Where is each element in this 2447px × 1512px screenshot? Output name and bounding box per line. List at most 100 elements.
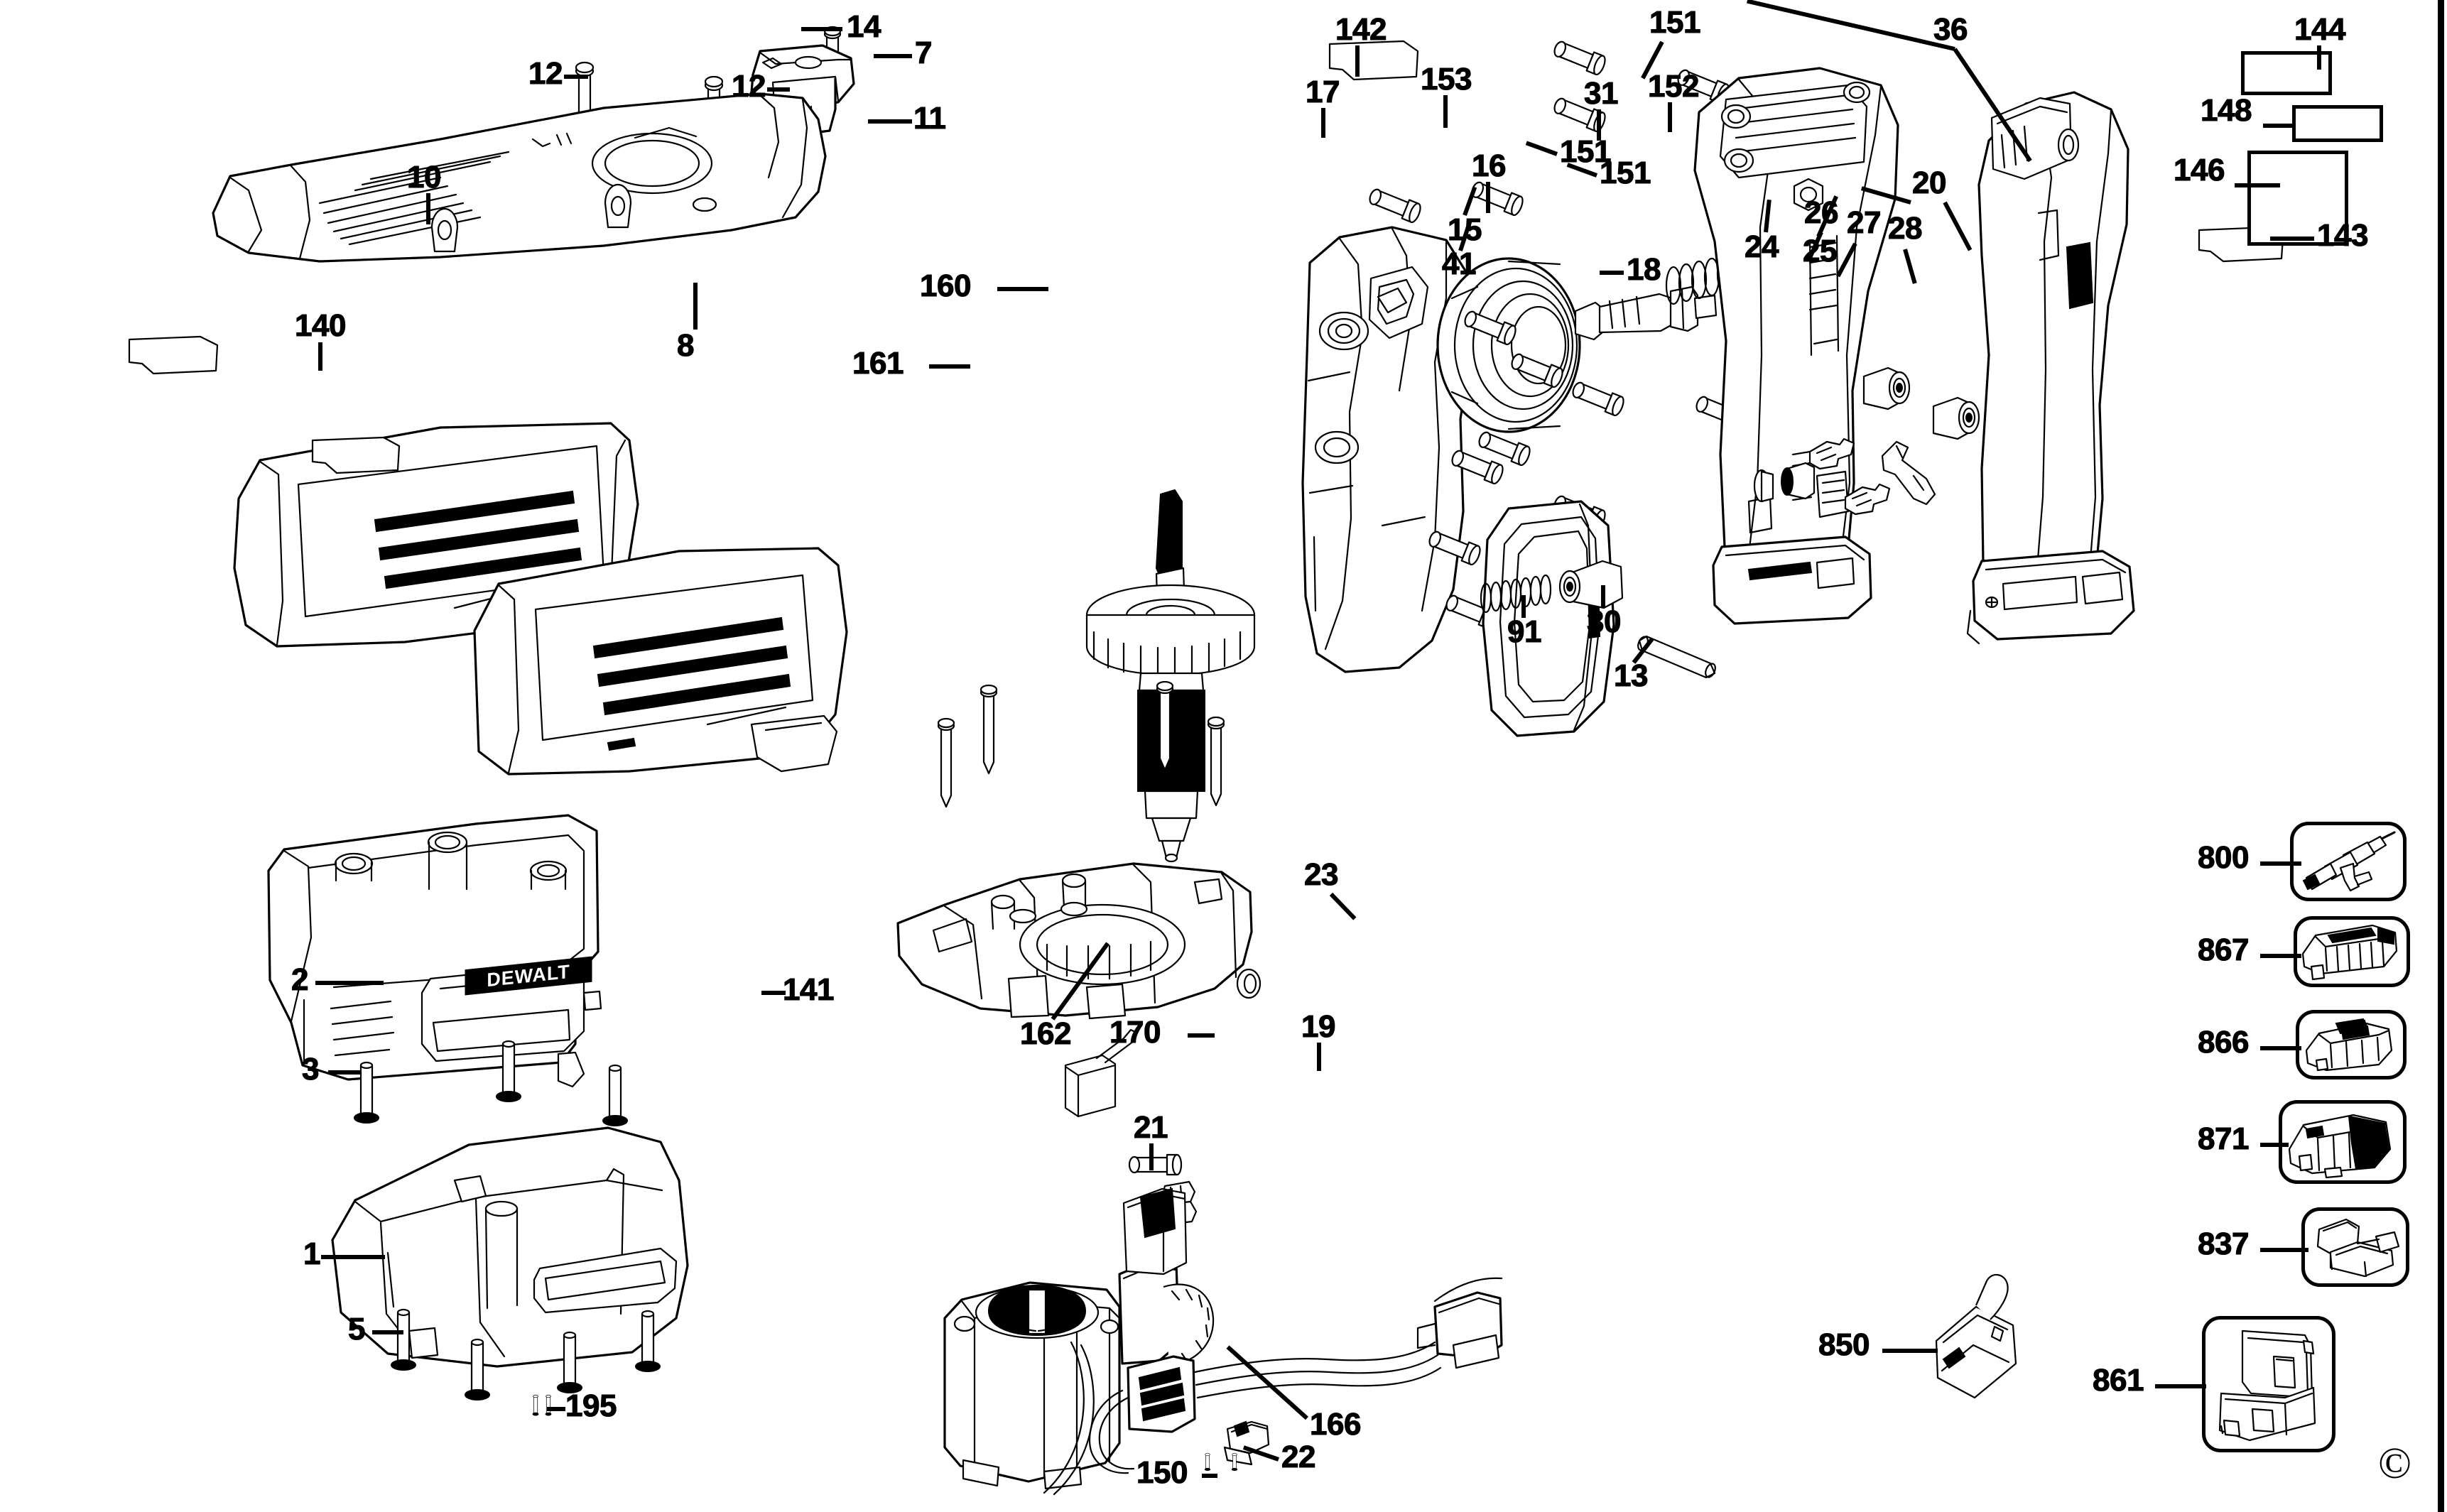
leader-153: [1443, 95, 1448, 128]
leader-141: [761, 991, 786, 995]
callout-146: 146: [2173, 153, 2225, 187]
callout-16: 16: [1471, 148, 1507, 183]
leader-18: [1600, 271, 1624, 275]
accessory-box-861: [2202, 1316, 2335, 1452]
copyright-symbol: ©: [2378, 1440, 2412, 1488]
callout-14: 14: [846, 9, 881, 44]
leader-10: [426, 193, 430, 224]
leader-2: [315, 981, 384, 985]
callout-12-a: 12: [528, 56, 563, 91]
callout-162: 162: [1019, 1016, 1072, 1051]
leader-140: [318, 342, 322, 371]
leader-31: [1597, 109, 1601, 141]
callout-91: 91: [1507, 614, 1542, 649]
callout-151-b: 151: [1559, 134, 1612, 169]
callout-13: 13: [1613, 658, 1649, 693]
leader-12-b: [767, 87, 790, 92]
leader-14: [801, 27, 842, 31]
leader-21: [1149, 1143, 1154, 1170]
callout-837: 837: [2197, 1227, 2250, 1261]
callout-10: 10: [406, 160, 442, 195]
callout-22: 22: [1281, 1440, 1316, 1474]
leader-867: [2260, 954, 2301, 958]
accessory-box-867: [2294, 916, 2410, 987]
leader-16: [1486, 182, 1490, 213]
callout-20: 20: [1911, 165, 1947, 200]
frame-right-rule: [2438, 0, 2444, 1512]
callout-166: 166: [1309, 1407, 1362, 1442]
callout-27: 27: [1846, 205, 1882, 240]
accessory-box-866: [2296, 1010, 2407, 1079]
callout-8: 8: [676, 328, 695, 363]
callout-17: 17: [1305, 75, 1340, 109]
callout-31: 31: [1583, 76, 1619, 111]
callout-36: 36: [1933, 12, 1968, 47]
accessory-box-837: [2301, 1207, 2409, 1287]
leader-850: [1882, 1349, 1938, 1353]
leader-866: [2260, 1046, 2301, 1050]
leader-161: [929, 364, 970, 369]
leader-170: [1188, 1033, 1215, 1038]
callout-151-c: 151: [1599, 156, 1651, 190]
leader-144: [2317, 45, 2321, 70]
leader-871: [2260, 1143, 2289, 1147]
leader-12-a: [564, 75, 588, 79]
callout-861: 861: [2092, 1363, 2144, 1398]
leader-17: [1321, 108, 1325, 138]
callout-30: 30: [1586, 604, 1622, 639]
battery-charger-icon: [2301, 924, 2398, 981]
callout-7: 7: [914, 36, 933, 70]
placeholder-rect-144: [2241, 51, 2332, 95]
leader-800: [2260, 861, 2301, 866]
belt-hook-icon: [2316, 1218, 2400, 1278]
leader-150: [1202, 1474, 1217, 1478]
battery-pack-large-icon: [2288, 1114, 2392, 1179]
callout-148: 148: [2200, 93, 2252, 128]
leader-7: [874, 54, 912, 58]
leader-5: [372, 1330, 403, 1334]
callout-19: 19: [1301, 1009, 1336, 1044]
callout-871: 871: [2197, 1121, 2250, 1156]
leader-1: [321, 1255, 385, 1259]
callout-160: 160: [919, 268, 972, 303]
callout-152: 152: [1647, 69, 1700, 104]
leader-91: [1521, 595, 1526, 618]
callout-141: 141: [782, 972, 835, 1007]
callout-3: 3: [301, 1052, 320, 1087]
leader-160: [997, 287, 1048, 291]
callout-153: 153: [1420, 62, 1472, 97]
leader-8: [693, 283, 698, 330]
callout-142: 142: [1335, 12, 1387, 47]
callout-170: 170: [1109, 1015, 1161, 1050]
accessory-box-800: [2290, 822, 2407, 901]
leader-30: [1601, 585, 1605, 608]
callout-143: 143: [2316, 218, 2369, 253]
placeholder-rect-148: [2292, 105, 2383, 142]
callout-140: 140: [294, 308, 347, 343]
callout-5: 5: [347, 1312, 366, 1347]
callout-1: 1: [303, 1236, 321, 1271]
callout-21: 21: [1133, 1110, 1168, 1145]
leader-152: [1668, 102, 1672, 132]
battery-pack-small-icon: [2305, 1018, 2393, 1072]
leader-148: [2263, 124, 2293, 128]
leader-143: [2270, 236, 2314, 241]
callout-24: 24: [1744, 229, 1779, 264]
tool-case-icon: [2218, 1329, 2316, 1442]
callout-800: 800: [2197, 840, 2250, 875]
leader-861: [2155, 1384, 2206, 1388]
callout-150: 150: [1136, 1455, 1188, 1490]
callout-25: 25: [1802, 234, 1838, 268]
callout-11: 11: [913, 101, 946, 136]
callout-161: 161: [852, 346, 904, 381]
callout-2: 2: [291, 962, 309, 997]
callout-867: 867: [2197, 932, 2250, 967]
callout-195: 195: [565, 1388, 617, 1423]
accessory-box-871: [2279, 1100, 2407, 1184]
callout-151-a: 151: [1649, 5, 1701, 40]
leader-11: [868, 119, 912, 124]
leader-195: [547, 1407, 565, 1411]
callout-12-b: 12: [731, 69, 766, 104]
